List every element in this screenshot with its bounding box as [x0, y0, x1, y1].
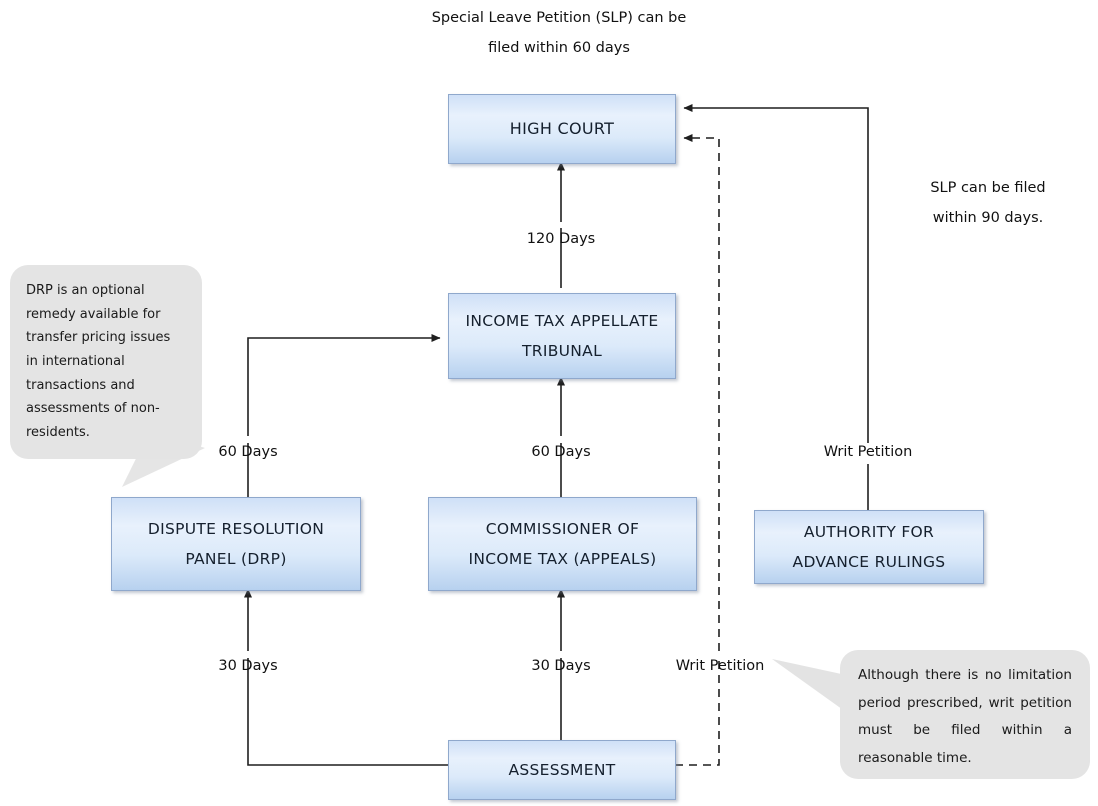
- node-aar-label-line1: AUTHORITY FOR: [803, 522, 935, 541]
- slp-top-note-line1: Special Leave Petition (SLP) can be: [431, 10, 687, 26]
- edge-label-assessment-to-cit: 30 Days: [531, 658, 591, 674]
- node-itat-label-line1: INCOME TAX APPELLATE: [465, 311, 659, 330]
- node-cit-appeals-label-line2: INCOME TAX (APPEALS): [468, 550, 657, 568]
- node-cit-appeals-label-line1: COMMISSIONER OF: [485, 519, 640, 538]
- slp-side-note-line1: SLP can be filed: [930, 180, 1046, 196]
- node-cit-appeals[interactable]: COMMISSIONER OF INCOME TAX (APPEALS): [428, 497, 697, 591]
- callout-drp-text: DRP is an optional remedy available for …: [26, 283, 171, 440]
- slp-top-note: Special Leave Petition (SLP) can be file…: [399, 4, 719, 63]
- node-high-court[interactable]: HIGH COURT: [448, 94, 676, 164]
- callout-writ: Although there is no limitation period p…: [840, 650, 1090, 779]
- node-drp-label-line2: PANEL (DRP): [185, 550, 287, 568]
- edge-label-itat-to-high-court: 120 Days: [526, 231, 596, 247]
- edge-label-assessment-writ: Writ Petition: [675, 658, 765, 674]
- slp-side-note: SLP can be filed within 90 days.: [881, 173, 1095, 234]
- callout-drp: DRP is an optional remedy available for …: [10, 265, 202, 459]
- edge-label-cit-to-itat: 60 Days: [531, 444, 591, 460]
- node-assessment-label: ASSESSMENT: [508, 760, 616, 779]
- edge-assessment-to-drp: [244, 588, 448, 766]
- node-aar[interactable]: AUTHORITY FOR ADVANCE RULINGS: [754, 510, 984, 584]
- edge-label-aar-to-high-court: Writ Petition: [823, 444, 913, 460]
- node-itat-label-line2: TRIBUNAL: [521, 342, 603, 360]
- edge-label-assessment-to-drp: 30 Days: [218, 658, 278, 674]
- edge-drp-to-itat: [247, 334, 441, 497]
- slp-side-note-line2: within 90 days.: [932, 210, 1044, 227]
- node-assessment[interactable]: ASSESSMENT: [448, 740, 676, 800]
- slp-top-note-line2: filed within 60 days: [488, 39, 630, 56]
- node-itat[interactable]: INCOME TAX APPELLATE TRIBUNAL: [448, 293, 676, 379]
- node-high-court-label: HIGH COURT: [509, 118, 615, 138]
- node-drp[interactable]: DISPUTE RESOLUTION PANEL (DRP): [111, 497, 361, 591]
- edge-label-drp-to-itat: 60 Days: [218, 444, 278, 460]
- callout-writ-text: Although there is no limitation period p…: [858, 667, 1072, 767]
- node-drp-label-line1: DISPUTE RESOLUTION: [147, 519, 325, 538]
- node-aar-label-line2: ADVANCE RULINGS: [792, 553, 946, 571]
